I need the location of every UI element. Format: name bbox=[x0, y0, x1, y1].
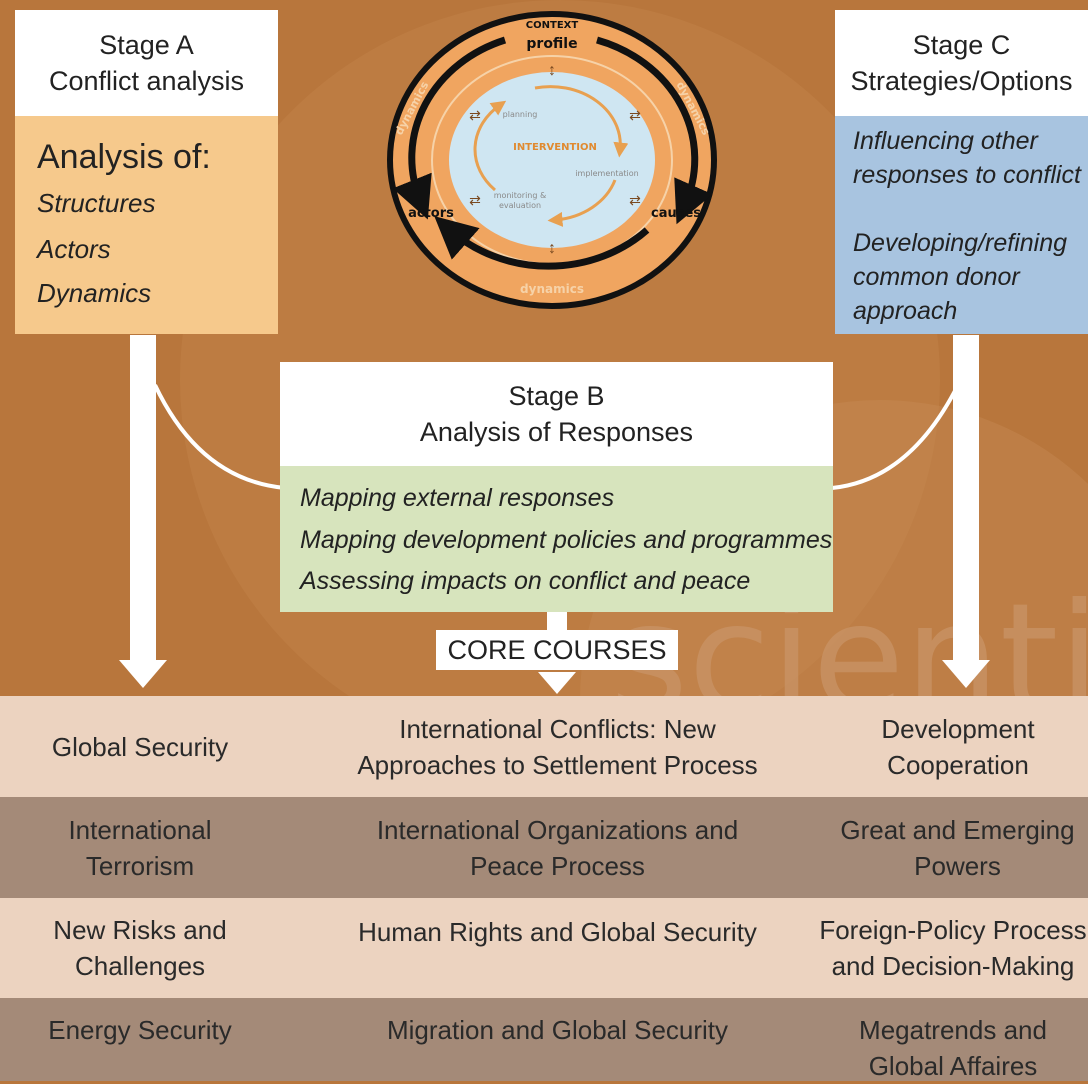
core-courses-label: CORE COURSES bbox=[436, 630, 678, 670]
stage-b-subtitle: Analysis of Responses bbox=[419, 417, 694, 447]
course-row: International Terrorism International Or… bbox=[0, 797, 1088, 898]
arc-top-left bbox=[392, 36, 507, 220]
course-cell: New Risks and Challenges bbox=[53, 915, 227, 981]
arrow-stage-a bbox=[119, 335, 167, 688]
course-cell: Development Cooperation bbox=[881, 713, 1035, 780]
course-cell: Energy Security bbox=[48, 1015, 232, 1045]
arrow-stage-c bbox=[942, 335, 990, 688]
connector-right bbox=[831, 384, 960, 490]
svg-text:↕: ↕ bbox=[548, 62, 556, 79]
stage-c-subtitle: Strategies/Options bbox=[850, 66, 1073, 96]
course-cell: Migration and Global Security bbox=[386, 1015, 729, 1045]
stage-b-body: Mapping external responses Mapping devel… bbox=[280, 466, 833, 612]
connector-left bbox=[153, 384, 286, 490]
stage-b-item: Mapping external responses bbox=[300, 484, 615, 512]
cycle-causes-label: causes bbox=[651, 206, 701, 221]
course-cell: Great and Emerging Powers bbox=[840, 814, 1075, 881]
stage-c-header: Stage C Strategies/Options bbox=[835, 10, 1088, 116]
svg-text:⇄: ⇄ bbox=[629, 192, 641, 208]
cycle-dynamics-bottom: dynamics bbox=[520, 282, 584, 296]
course-cell: International Conflicts: New Approaches … bbox=[357, 713, 758, 780]
stage-c-item: Developing/refining common donor approac… bbox=[853, 229, 1068, 325]
course-cell: Global Security bbox=[51, 731, 229, 762]
cycle-intervention-label: INTERVENTION bbox=[513, 142, 597, 153]
cycle-implementation-label: implementation bbox=[575, 169, 638, 178]
svg-text:⇄: ⇄ bbox=[629, 107, 641, 123]
stage-c-title: Stage C bbox=[912, 30, 1011, 60]
cycle-inner-circle bbox=[449, 72, 655, 248]
stage-a-subtitle: Conflict analysis bbox=[48, 66, 245, 96]
course-cell: Foreign-Policy Process and Decision-Maki… bbox=[819, 915, 1087, 981]
cycle-actors-label: actors bbox=[408, 206, 454, 221]
conflict-cycle-diagram: ↕ ↕ ⇄ ⇄ ⇄ ⇄ CONTEXT profile actors cause… bbox=[387, 11, 717, 309]
course-row: Energy Security Migration and Global Sec… bbox=[0, 998, 1088, 1081]
course-row: New Risks and Challenges Human Rights an… bbox=[0, 898, 1088, 998]
svg-text:⇄: ⇄ bbox=[469, 192, 481, 208]
cycle-context-label: CONTEXT bbox=[526, 20, 579, 31]
stage-a-item: Structures bbox=[37, 188, 156, 218]
stage-c-item: Influencing other responses to conflict bbox=[853, 127, 1081, 189]
stage-b-item: Assessing impacts on conflict and peace bbox=[300, 567, 751, 595]
stage-a-item: Actors bbox=[37, 234, 111, 264]
arc-top-right bbox=[596, 36, 713, 225]
arc-bottom bbox=[434, 216, 650, 270]
cycle-evaluation-label: evaluation bbox=[499, 201, 541, 210]
cycle-monitoring-label: monitoring & bbox=[494, 191, 546, 200]
stage-a-title: Stage A bbox=[99, 30, 194, 60]
course-cell: International Organizations and Peace Pr… bbox=[376, 814, 739, 881]
stage-c-body: Influencing other responses to conflict … bbox=[835, 116, 1088, 334]
stage-a-item: Dynamics bbox=[37, 278, 152, 308]
svg-text:⇄: ⇄ bbox=[469, 107, 481, 123]
svg-text:↕: ↕ bbox=[548, 240, 556, 257]
cycle-profile-label: profile bbox=[526, 36, 577, 52]
course-cell: Megatrends and Global Affaires bbox=[859, 1015, 1047, 1081]
stage-a-heading: Analysis of: bbox=[37, 138, 211, 176]
stage-a-body: Analysis of: Structures Actors Dynamics bbox=[15, 116, 278, 334]
stage-b-title: Stage B bbox=[508, 381, 605, 411]
stage-b-header: Stage B Analysis of Responses bbox=[280, 362, 833, 466]
stage-b-item: Mapping development policies and program… bbox=[300, 526, 833, 554]
cycle-planning-label: planning bbox=[503, 110, 538, 119]
course-cell: International Terrorism bbox=[68, 814, 212, 881]
stage-a-header: Stage A Conflict analysis bbox=[15, 10, 278, 116]
course-cell: Human Rights and Global Security bbox=[358, 917, 757, 947]
course-row: Global Security International Conflicts:… bbox=[0, 696, 1088, 797]
